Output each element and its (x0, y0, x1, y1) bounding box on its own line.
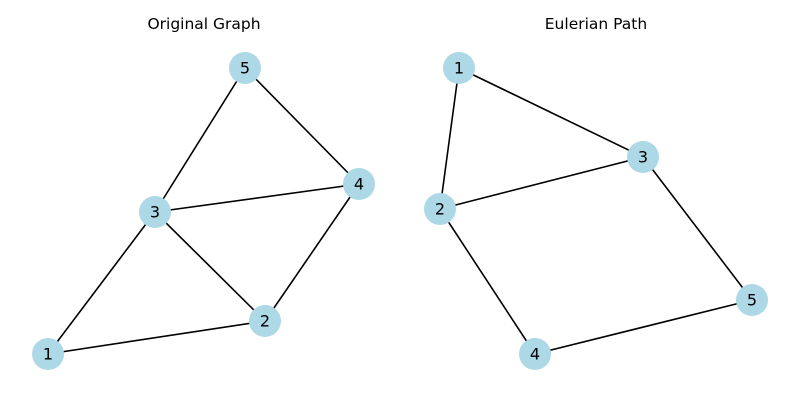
node-label: 5 (747, 291, 757, 310)
node-4: 4 (519, 338, 551, 370)
node-circle (627, 141, 659, 173)
edge-group (47, 67, 360, 355)
node-2: 2 (424, 193, 456, 225)
node-4: 4 (343, 168, 375, 200)
node-circle (229, 52, 261, 84)
edge-5-4 (244, 67, 360, 185)
panel-original-graph: Original Graph 1 2 3 4 5 (32, 15, 375, 370)
panel-eulerian-path: Eulerian Path 1 2 3 4 5 (424, 15, 768, 370)
node-1: 1 (443, 52, 475, 84)
node-label: 1 (43, 345, 53, 364)
node-circle (139, 196, 171, 228)
edge-3-4 (154, 183, 360, 213)
edge-group (439, 67, 753, 355)
node-circle (249, 305, 281, 337)
node-label: 3 (638, 148, 648, 167)
edge-1-2 (439, 67, 460, 210)
node-5: 5 (736, 284, 768, 316)
edge-1-2 (47, 320, 266, 355)
node-2: 2 (249, 305, 281, 337)
node-label: 3 (150, 203, 160, 222)
node-label: 1 (454, 59, 464, 78)
edge-2-4 (439, 208, 536, 355)
node-label: 2 (260, 312, 270, 331)
node-label: 4 (354, 175, 364, 194)
edge-3-5 (642, 156, 753, 301)
node-circle (736, 284, 768, 316)
edge-4-2 (264, 183, 360, 322)
node-group: 1 2 3 4 5 (32, 52, 375, 370)
node-3: 3 (139, 196, 171, 228)
node-circle (519, 338, 551, 370)
edge-3-2 (154, 211, 266, 322)
node-label: 2 (435, 200, 445, 219)
edge-1-3 (47, 211, 156, 355)
edge-4-5 (534, 299, 753, 355)
node-circle (32, 338, 64, 370)
node-circle (424, 193, 456, 225)
node-circle (343, 168, 375, 200)
node-5: 5 (229, 52, 261, 84)
edge-2-3 (439, 156, 644, 210)
node-group: 1 2 3 4 5 (424, 52, 768, 370)
panel-title-eulerian-path: Eulerian Path (545, 15, 647, 33)
panel-title-original-graph: Original Graph (147, 15, 260, 33)
node-label: 5 (240, 59, 250, 78)
node-label: 4 (530, 345, 540, 364)
edge-1-3 (458, 67, 644, 158)
node-1: 1 (32, 338, 64, 370)
node-circle (443, 52, 475, 84)
edge-3-5 (154, 67, 246, 213)
node-3: 3 (627, 141, 659, 173)
